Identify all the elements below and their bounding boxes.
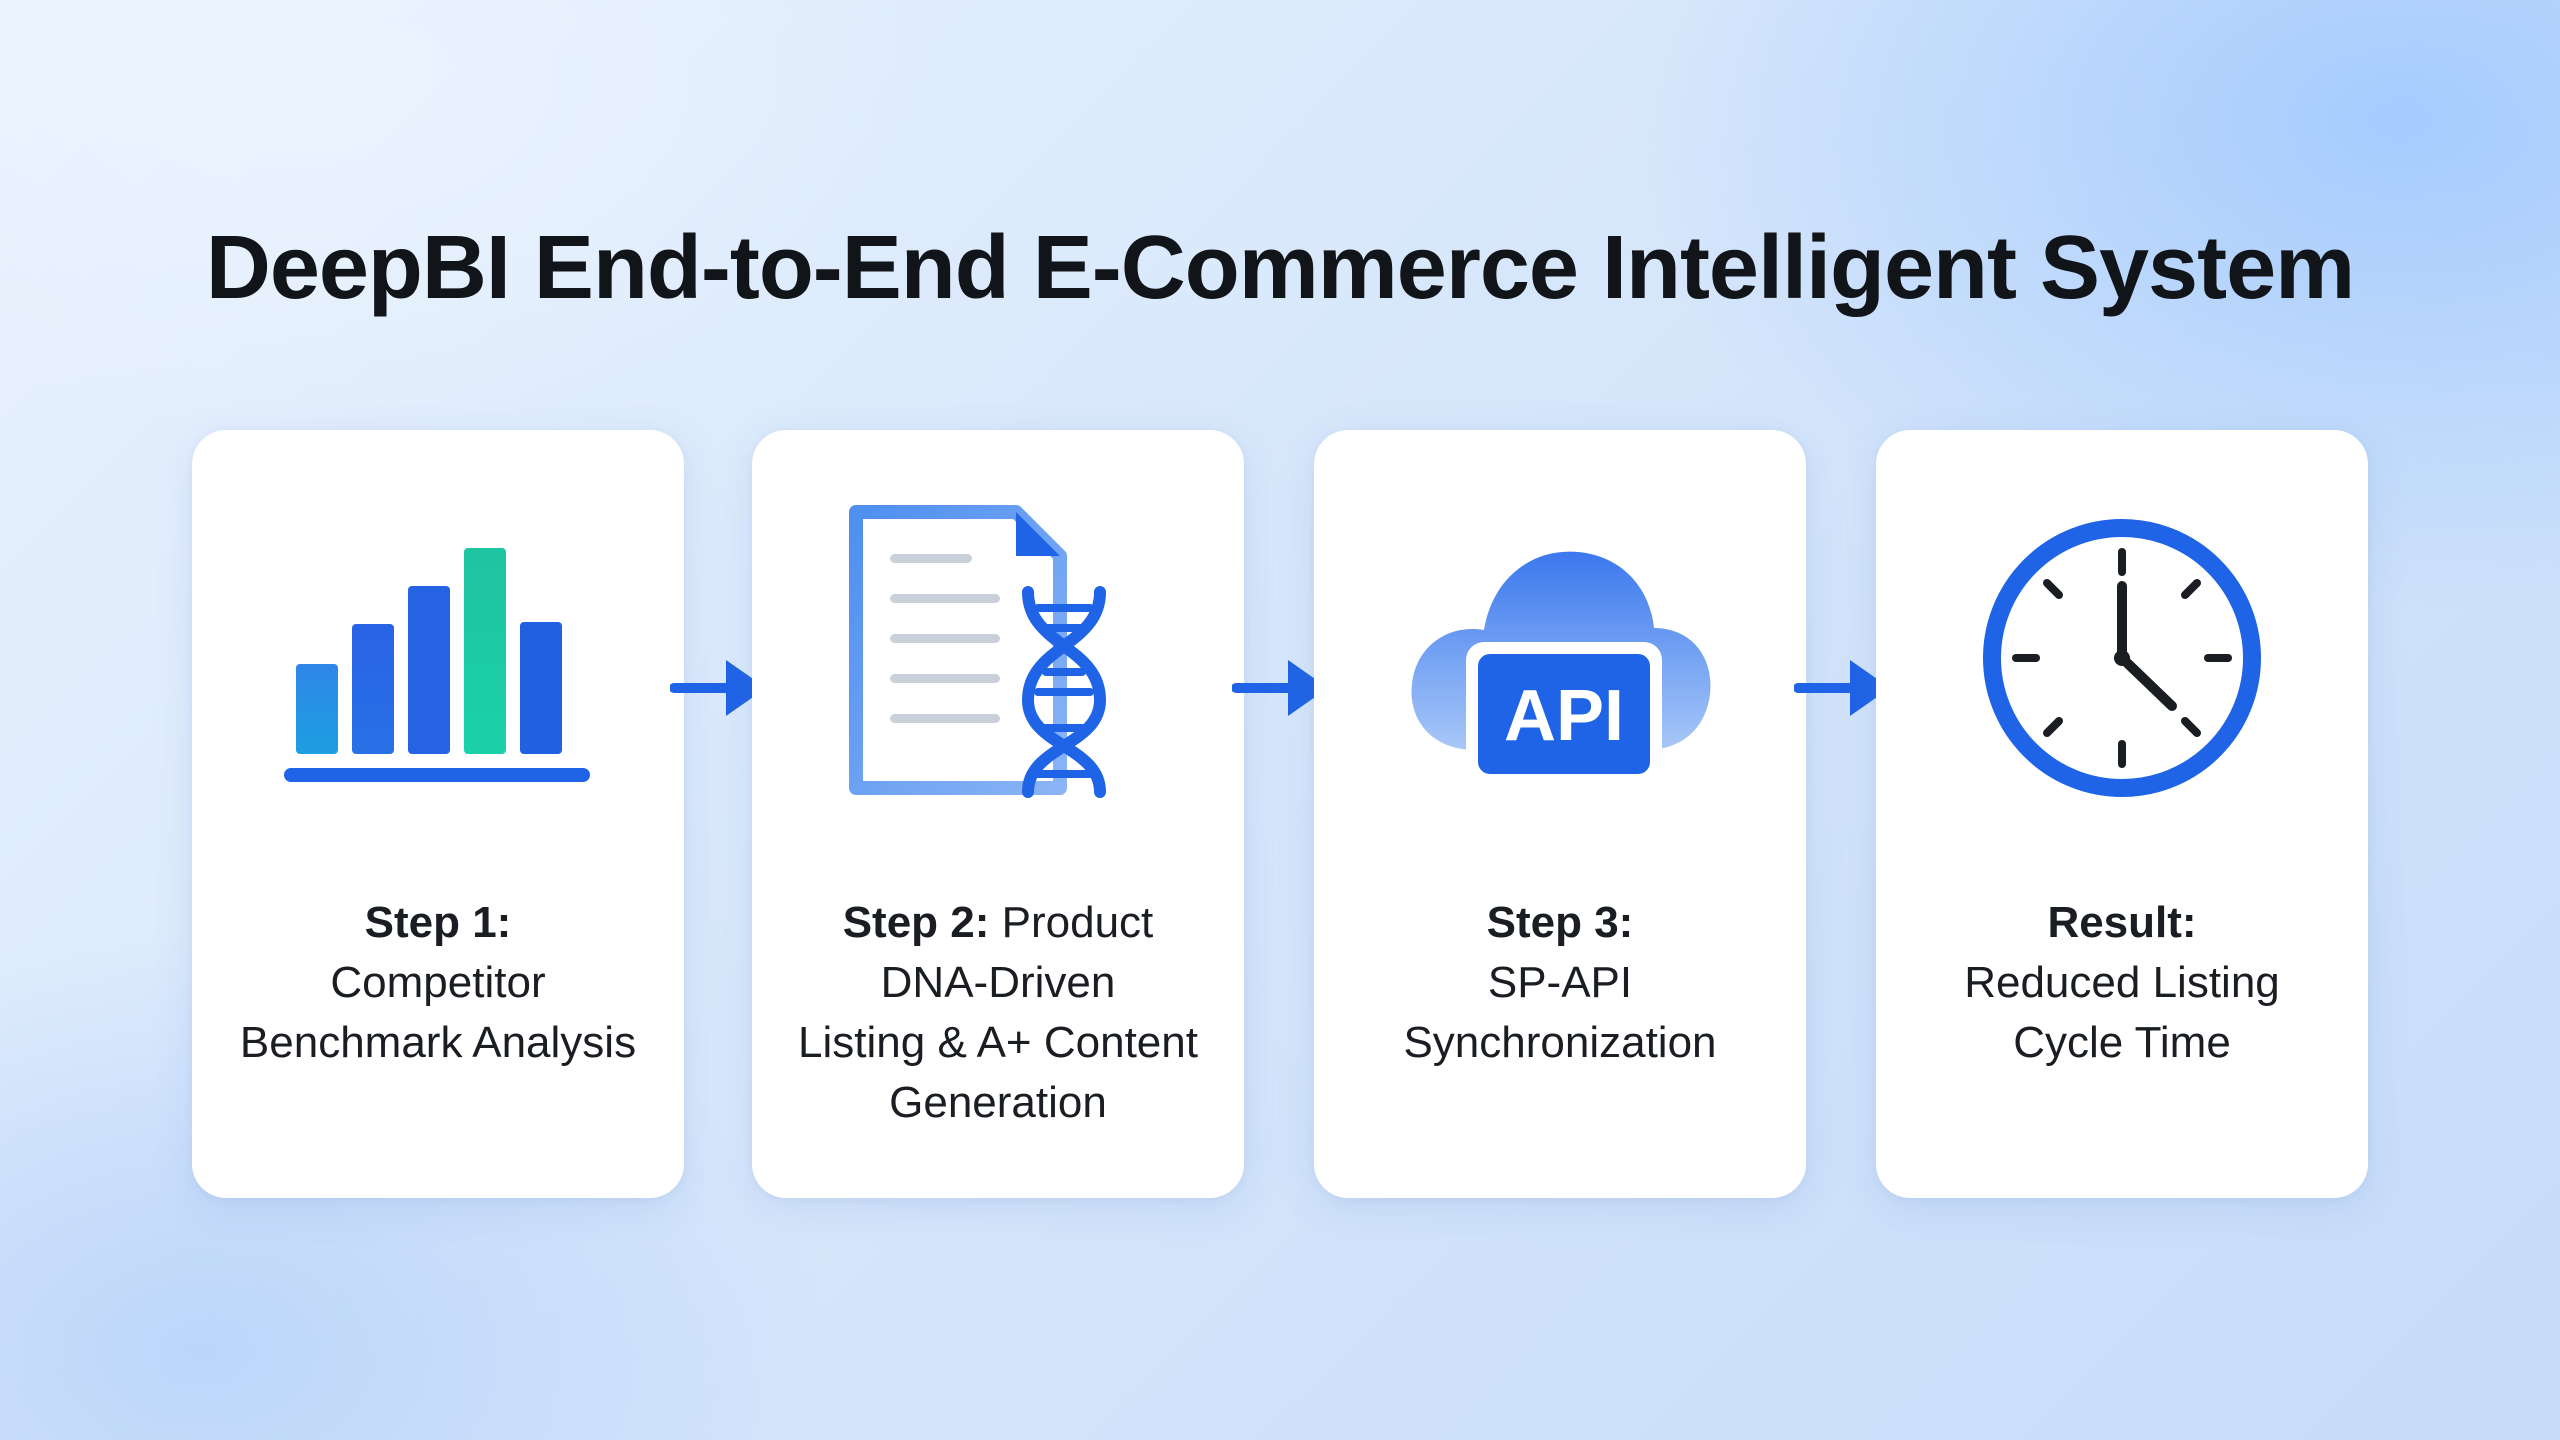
arrow-right-icon bbox=[1232, 654, 1332, 722]
step-1-caption: Step 1: Competitor Benchmark Analysis bbox=[212, 893, 664, 1073]
step-2-caption: Step 2: Product DNA-Driven Listing & A+ … bbox=[772, 893, 1224, 1133]
step-2-line-3: Generation bbox=[889, 1078, 1107, 1127]
step-2-label: Step 2: bbox=[842, 898, 990, 947]
document-dna-icon bbox=[838, 496, 1158, 816]
step-3-line-2: Synchronization bbox=[1403, 1018, 1717, 1067]
clock-icon bbox=[1962, 496, 2282, 816]
step-2-line-1: DNA-Driven bbox=[880, 958, 1116, 1007]
step-card-4: Result: Reduced Listing Cycle Time bbox=[1876, 430, 2368, 1198]
step-card-2: Step 2: Product DNA-Driven Listing & A+ … bbox=[752, 430, 1244, 1198]
step-card-3: API Step 3: SP-API Synchronization bbox=[1314, 430, 1806, 1198]
step-3-line-1: SP-API bbox=[1487, 958, 1633, 1007]
result-line-1: Reduced Listing bbox=[1964, 958, 2280, 1007]
arrow-right-icon bbox=[1794, 654, 1894, 722]
step-2-label-rest: Product bbox=[989, 898, 1154, 947]
result-label: Result: bbox=[2047, 898, 2197, 947]
arrow-right-icon bbox=[670, 654, 770, 722]
step-1-label: Step 1: bbox=[364, 898, 512, 947]
step-3-label: Step 3: bbox=[1486, 898, 1634, 947]
step-3-caption: Step 3: SP-API Synchronization bbox=[1334, 893, 1786, 1073]
step-1-line-2: Benchmark Analysis bbox=[239, 1018, 637, 1067]
result-line-2: Cycle Time bbox=[2013, 1018, 2231, 1067]
cloud-api-icon: API bbox=[1400, 496, 1720, 816]
step-1-line-1: Competitor bbox=[330, 958, 546, 1007]
step-2-line-2: Listing & A+ Content bbox=[798, 1018, 1198, 1067]
result-caption: Result: Reduced Listing Cycle Time bbox=[1896, 893, 2348, 1073]
api-icon-text: API bbox=[1504, 676, 1624, 756]
step-card-1: Step 1: Competitor Benchmark Analysis bbox=[192, 430, 684, 1198]
page-title: DeepBI End-to-End E-Commerce Intelligent… bbox=[205, 218, 2355, 318]
bar-chart-icon bbox=[278, 496, 598, 816]
